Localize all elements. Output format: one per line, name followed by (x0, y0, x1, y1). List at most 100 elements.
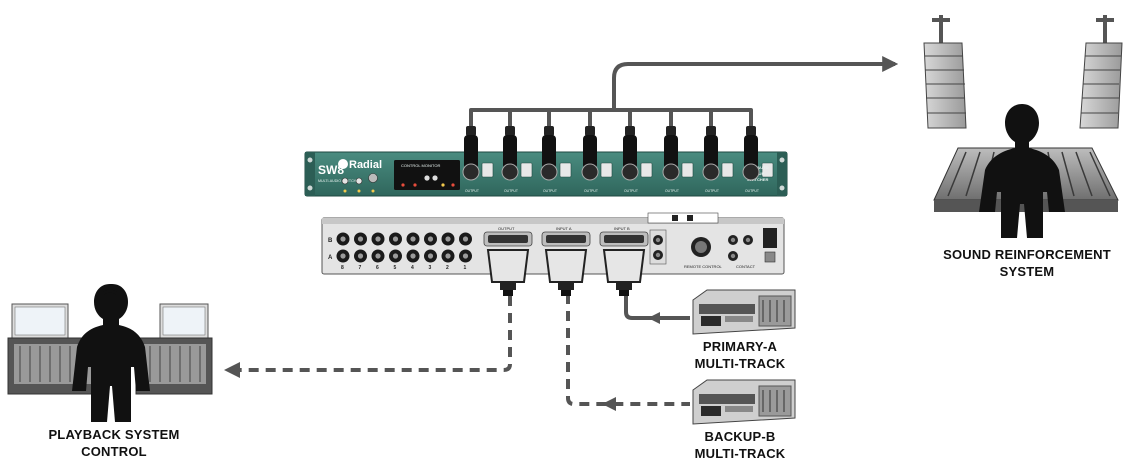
xlr-plug-icon (540, 126, 558, 181)
engineer-silhouette-icon (979, 104, 1065, 238)
playback-output-arrow (224, 362, 240, 378)
dsub-snake-plug-icon (544, 249, 588, 296)
primary-input-cable (624, 292, 690, 324)
contact-label: CONTACT (736, 264, 756, 269)
remote-control-label: REMOTE CONTROL (684, 264, 723, 269)
rear-jack (406, 249, 420, 263)
control-monitor-panel (394, 160, 460, 190)
front-output-label: OUTPUT (705, 189, 719, 193)
xlr-plug-icon (702, 126, 720, 181)
xlr-plug-icon (742, 126, 760, 181)
rear-jack (459, 249, 472, 263)
backup-recorder-icon (692, 379, 796, 425)
rear-channel-number: 3 (429, 265, 432, 271)
backup-recorder-line-1: BACKUP-B (704, 429, 776, 444)
snake-plugs (486, 249, 646, 296)
front-output-socket: OUTPUT (665, 162, 694, 193)
front-output-socket: OUTPUT (745, 162, 774, 193)
primary-recorder-line-2: MULTI-TRACK (694, 356, 786, 371)
xlr-connectors (462, 126, 760, 181)
output-cable-bus (469, 56, 899, 128)
front-output-label: OUTPUT (465, 189, 479, 193)
dsub-label: INPUT B (614, 226, 630, 231)
rear-jack (424, 249, 437, 263)
backup-input-arrow (602, 397, 616, 411)
dsub-ports: OUTPUT INPUT A INPUT B (483, 226, 649, 247)
rear-channel-number: 5 (394, 265, 397, 271)
backup-input-cable (566, 294, 690, 406)
front-leds (343, 189, 375, 193)
rear-jack (406, 232, 420, 246)
rear-channel-number: 7 (359, 265, 362, 271)
headphones-icon (94, 289, 126, 303)
remote-control-section: REMOTE CONTROL CONTACT (649, 228, 777, 269)
dsub-port: INPUT B (599, 226, 649, 247)
primary-recorder-caption: PRIMARY-A MULTI-TRACK (670, 338, 810, 372)
playback-output-cable (240, 296, 512, 372)
sound-reinforcement-line-1: SOUND REINFORCEMENT (943, 247, 1111, 262)
dsub-label: INPUT A (556, 226, 572, 231)
rear-jack (441, 249, 455, 263)
dsub-snake-plug-icon (486, 249, 530, 296)
front-toggle-switches (341, 173, 378, 185)
front-right-text-3: SWITCHER (747, 177, 768, 182)
front-output-label: OUTPUT (543, 189, 557, 193)
playback-control-caption: PLAYBACK SYSTEM CONTROL (16, 426, 212, 460)
sound-reinforcement-line-2: SYSTEM (999, 264, 1055, 279)
rear-jack (336, 232, 350, 246)
xlr-plug-icon (621, 126, 639, 181)
front-output-socket: OUTPUT (705, 162, 734, 193)
dsub-port: OUTPUT (483, 226, 533, 247)
speaker-array-right-icon (1079, 15, 1123, 129)
playback-control-line-2: CONTROL (81, 444, 147, 459)
xlr-plug-icon (501, 126, 519, 181)
front-output-label: OUTPUT (584, 189, 598, 193)
front-output-label: OUTPUT (504, 189, 518, 193)
backup-recorder-line-2: MULTI-TRACK (694, 446, 786, 461)
front-output-socket: OUTPUT (624, 162, 653, 193)
front-output-label: OUTPUT (624, 189, 638, 193)
primary-recorder-icon (692, 289, 796, 335)
xlr-plug-icon (462, 126, 480, 181)
rear-jack (336, 249, 350, 263)
rear-channel-number: 8 (341, 265, 344, 271)
rear-jack (354, 249, 367, 263)
model-name: SW8 (318, 163, 344, 177)
brand-logo-icon (338, 159, 348, 169)
playback-control-line-1: PLAYBACK SYSTEM (48, 427, 180, 442)
operator-silhouette-icon (72, 284, 150, 422)
rear-jack (424, 232, 437, 246)
rear-row-label-a: A (328, 255, 333, 261)
rear-jack (371, 249, 385, 263)
front-output-socket: OUTPUT (543, 162, 572, 193)
dsub-port: INPUT A (541, 226, 591, 247)
xlr-plug-icon (581, 126, 599, 181)
rear-jack (389, 232, 402, 246)
playback-console-right-icon (135, 303, 213, 395)
rear-jack (371, 232, 385, 246)
control-monitor-label: CONTROL MONITOR (401, 163, 440, 168)
rear-channel-number: 4 (411, 265, 414, 271)
rear-jack-grid (336, 232, 472, 263)
front-output-sockets: OUTPUT OUTPUT OUTPUT OUTPUT OUTPUT OUTPUT OUTP… (465, 162, 774, 193)
front-output-socket: OUTPUT (504, 162, 533, 193)
brand-name: Radial (349, 159, 382, 171)
rear-jack (389, 249, 402, 263)
rear-channel-number: 1 (464, 265, 467, 271)
front-output-label: OUTPUT (745, 189, 759, 193)
front-output-socket: OUTPUT (584, 162, 613, 193)
dsub-snake-plug-icon (602, 249, 646, 296)
rear-jack (459, 232, 472, 246)
rear-jack (354, 232, 367, 246)
rear-channel-number: 2 (446, 265, 449, 271)
rear-jack (441, 232, 455, 246)
front-output-label: OUTPUT (665, 189, 679, 193)
control-monitor-leds (401, 175, 455, 187)
backup-recorder-caption: BACKUP-B MULTI-TRACK (670, 428, 810, 462)
sound-reinforcement-caption: SOUND REINFORCEMENT SYSTEM (925, 246, 1129, 280)
front-output-socket: OUTPUT (465, 162, 494, 193)
xlr-plug-icon (662, 126, 680, 181)
